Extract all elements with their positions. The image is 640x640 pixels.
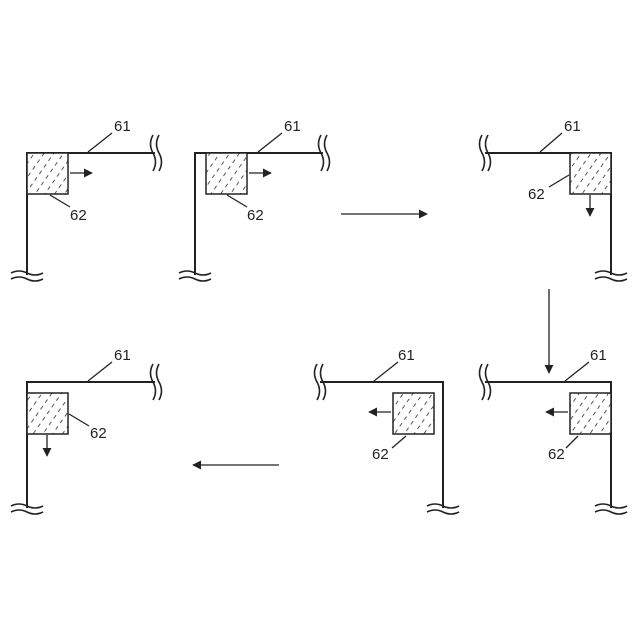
leader-line bbox=[258, 133, 282, 152]
block-62 bbox=[393, 393, 434, 434]
label-61: 61 bbox=[398, 347, 415, 364]
label-62: 62 bbox=[247, 207, 264, 224]
frame-5: 61 62 bbox=[315, 347, 460, 514]
label-62: 62 bbox=[90, 425, 107, 442]
leader-line bbox=[565, 362, 589, 381]
leader-line bbox=[549, 175, 569, 187]
frame-3: 61 62 bbox=[480, 118, 628, 281]
leader-line bbox=[374, 362, 398, 381]
label-61: 61 bbox=[564, 118, 581, 135]
block-62 bbox=[27, 393, 68, 434]
frame-6: 61 62 bbox=[11, 347, 162, 514]
label-62: 62 bbox=[372, 446, 389, 463]
label-61: 61 bbox=[114, 347, 131, 364]
leader-line bbox=[88, 133, 112, 152]
block-62 bbox=[27, 153, 68, 194]
label-61: 61 bbox=[114, 118, 131, 135]
label-62: 62 bbox=[70, 207, 87, 224]
frame-1: 61 62 bbox=[11, 118, 162, 281]
leader-line bbox=[227, 195, 247, 207]
label-61: 61 bbox=[284, 118, 301, 135]
block-62 bbox=[570, 393, 611, 434]
leader-line bbox=[566, 436, 578, 448]
break-symbol bbox=[11, 271, 43, 281]
break-symbol bbox=[151, 135, 162, 171]
label-62: 62 bbox=[528, 186, 545, 203]
break-symbol bbox=[11, 504, 43, 514]
leader-line bbox=[88, 362, 112, 381]
block-62 bbox=[206, 153, 247, 194]
label-62: 62 bbox=[548, 446, 565, 463]
leader-line bbox=[50, 195, 70, 207]
frame-2: 61 62 bbox=[179, 118, 330, 281]
break-symbol bbox=[179, 271, 211, 281]
break-symbol bbox=[595, 504, 627, 514]
frame-4: 61 62 bbox=[480, 347, 628, 514]
break-symbol bbox=[595, 271, 627, 281]
leader-line bbox=[69, 414, 89, 426]
break-symbol bbox=[319, 135, 330, 171]
leader-line bbox=[392, 436, 406, 448]
leader-line bbox=[540, 133, 562, 152]
block-62 bbox=[570, 153, 611, 194]
break-symbol bbox=[151, 364, 162, 400]
label-61: 61 bbox=[590, 347, 607, 364]
break-symbol bbox=[427, 504, 459, 514]
